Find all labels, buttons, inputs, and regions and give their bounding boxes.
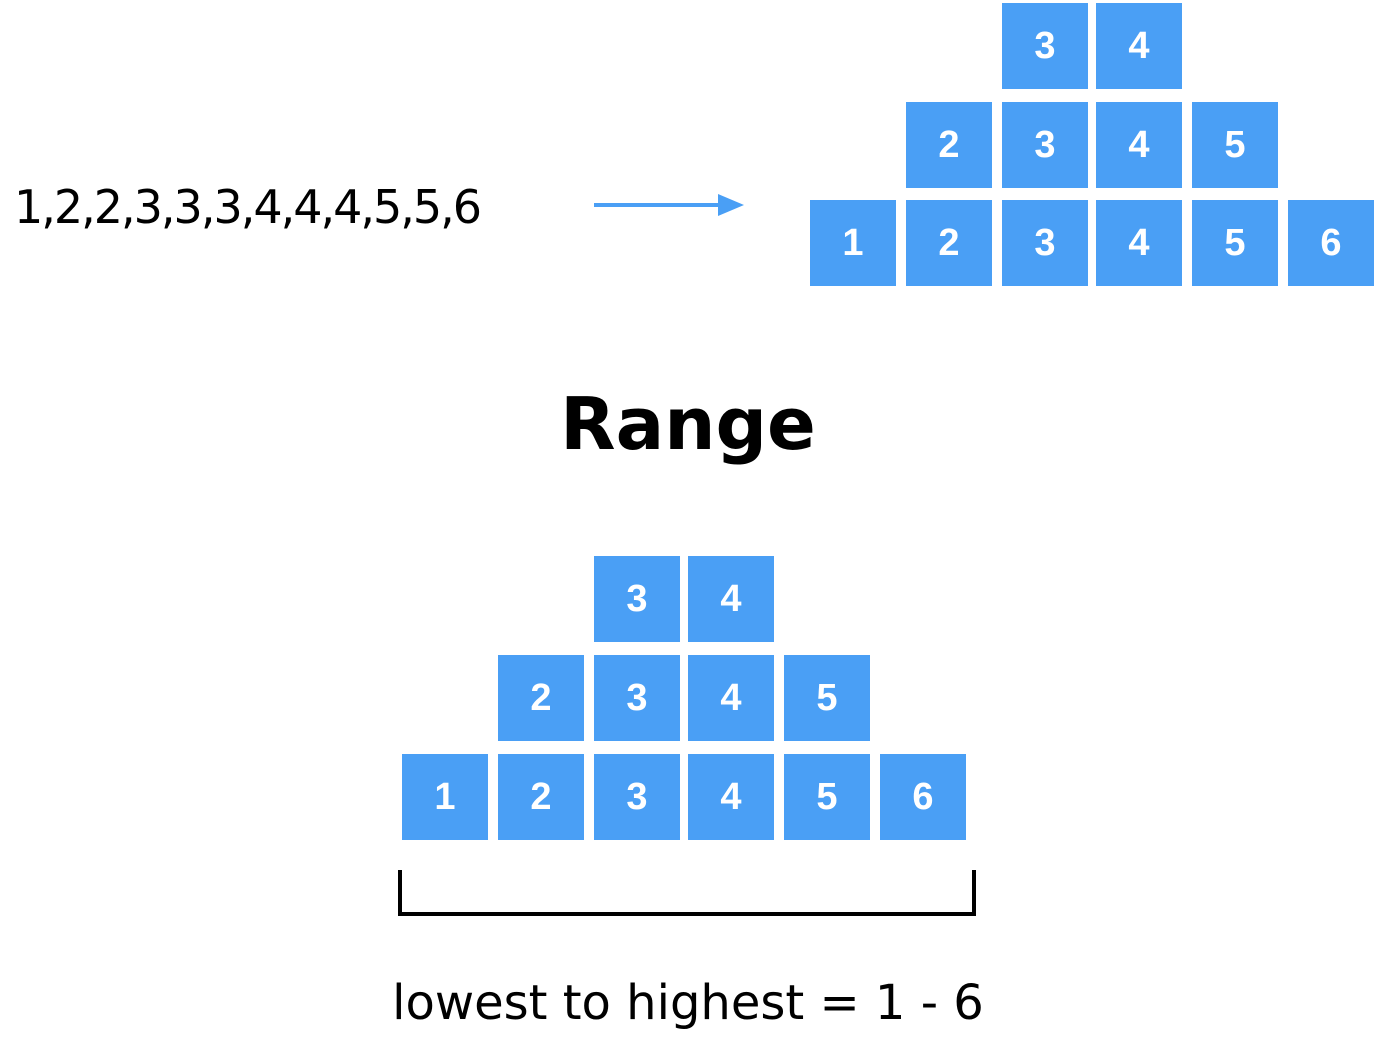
block: 2 <box>498 655 584 741</box>
block: 4 <box>688 754 774 840</box>
block: 2 <box>906 102 992 188</box>
right-arrow-icon <box>594 194 744 216</box>
block: 2 <box>906 200 992 286</box>
page-title: Range <box>560 382 816 466</box>
block: 1 <box>810 200 896 286</box>
range-bracket <box>398 870 976 916</box>
block: 3 <box>594 556 680 642</box>
block: 5 <box>784 754 870 840</box>
block: 5 <box>784 655 870 741</box>
number-sequence: 1,2,2,3,3,3,4,4,4,5,5,6 <box>14 180 482 234</box>
block: 6 <box>1288 200 1374 286</box>
block: 3 <box>1002 3 1088 89</box>
block: 4 <box>1096 200 1182 286</box>
block: 2 <box>498 754 584 840</box>
block: 3 <box>594 655 680 741</box>
block: 4 <box>1096 3 1182 89</box>
block: 5 <box>1192 102 1278 188</box>
block: 3 <box>1002 102 1088 188</box>
block: 6 <box>880 754 966 840</box>
block: 1 <box>402 754 488 840</box>
block: 3 <box>1002 200 1088 286</box>
block: 4 <box>688 655 774 741</box>
range-caption: lowest to highest = 1 - 6 <box>392 975 984 1031</box>
block: 3 <box>594 754 680 840</box>
block: 4 <box>1096 102 1182 188</box>
block: 5 <box>1192 200 1278 286</box>
block: 4 <box>688 556 774 642</box>
